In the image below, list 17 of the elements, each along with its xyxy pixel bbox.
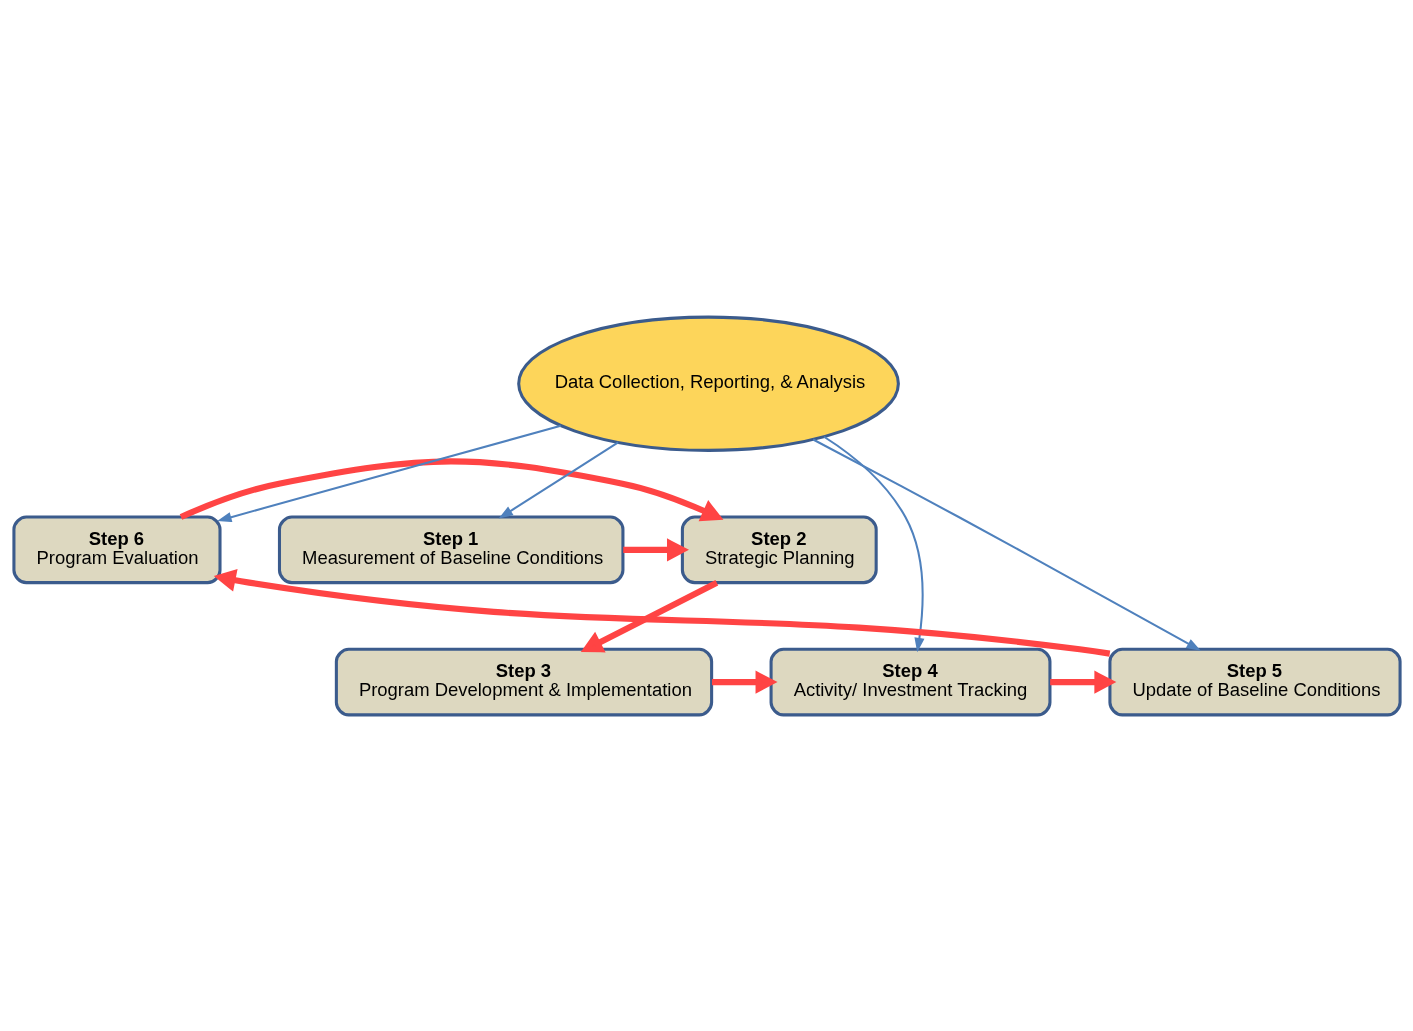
arrow xyxy=(822,435,924,652)
arrow xyxy=(622,537,689,561)
arrow xyxy=(216,424,561,522)
node-box: Step 6 Program Evaluation xyxy=(11,515,222,584)
node-box: Step 1 Measurement of Baseline Conditions xyxy=(277,515,624,584)
arrow xyxy=(1049,670,1116,694)
arrow xyxy=(812,438,1201,651)
node-box: Step 2 Strategic Planning xyxy=(680,515,878,584)
arrow xyxy=(580,579,718,652)
node-box: Step 3 Program Development & Implementation xyxy=(334,647,713,716)
node-box: Step 4 Activity/ Investment Tracking xyxy=(769,647,1051,716)
arrow xyxy=(179,457,723,521)
node-ellipse: Data Collection, Reporting, & Analysis xyxy=(516,315,900,452)
arrow xyxy=(711,670,778,694)
arrow xyxy=(498,441,619,519)
arrow xyxy=(213,568,1110,657)
node-box: Step 5 Update of Baseline Conditions xyxy=(1107,647,1402,716)
